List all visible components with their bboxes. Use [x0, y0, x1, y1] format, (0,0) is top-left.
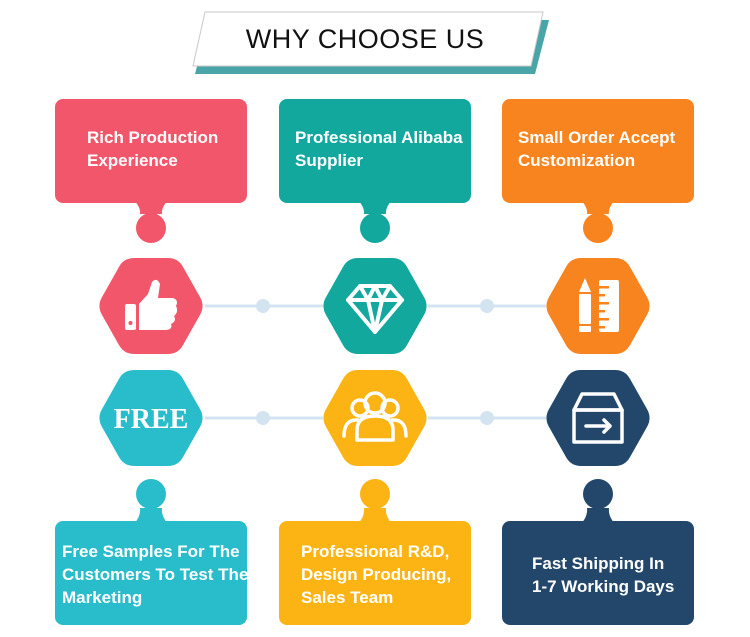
hexagon-shape	[546, 258, 650, 354]
delivery-box-icon	[572, 392, 624, 444]
diamond-icon	[346, 284, 404, 334]
free-badge-text: FREE	[114, 404, 189, 435]
hexagon-shape	[323, 258, 427, 354]
ruler-tick	[599, 302, 609, 305]
feature-card-line: Design Producing,	[301, 565, 452, 584]
card-tab-top-3	[581, 200, 615, 243]
card-tab-neck	[581, 508, 615, 524]
box-body	[572, 408, 624, 444]
ruler-tick	[599, 286, 609, 289]
card-tab-neck	[358, 508, 392, 524]
team-icon	[342, 391, 408, 442]
feature-card-line: Professional Alibaba	[295, 128, 463, 147]
feature-card-line: 1-7 Working Days	[532, 577, 675, 596]
card-tab-knob	[136, 213, 166, 243]
feature-card-line: Marketing	[62, 588, 143, 607]
card-tab-bottom-3	[581, 479, 615, 524]
hexagon-bottom-2	[323, 370, 427, 466]
card-tab-bottom-1	[134, 479, 168, 524]
feature-card-bottom-2: Professional R&D, Design Producing, Sales …	[279, 521, 471, 625]
hexagon-bottom-3	[546, 370, 650, 466]
hexagon-bottom-1: FREE	[99, 370, 203, 466]
feature-card-text: Fast Shipping In 1-7 Working Days	[502, 552, 694, 598]
pencil-end	[579, 326, 591, 332]
feature-card-line: Sales Team	[301, 588, 394, 607]
ruler-tick	[599, 326, 605, 329]
connector-row-bottom	[205, 411, 546, 425]
feature-card-line: Customization	[518, 151, 636, 170]
hexagon-top-2	[323, 258, 427, 354]
feature-card-line: Fast Shipping In	[532, 554, 665, 573]
feature-card-line: Professional R&D,	[301, 542, 450, 561]
hexagon-top-3	[546, 258, 650, 354]
pencil-ruler-icon	[579, 278, 619, 332]
thumbs-up-icon	[125, 279, 178, 330]
connector-row-top	[205, 299, 546, 313]
hexagon-shape	[546, 370, 650, 466]
hexagon-shape	[323, 370, 427, 466]
card-tab-knob	[583, 213, 613, 243]
pencil-body	[579, 294, 591, 324]
feature-card-line: Free Samples For The	[62, 542, 240, 561]
box-arrow	[584, 418, 612, 434]
card-tab-knob	[360, 479, 390, 509]
connector-dot	[256, 299, 270, 313]
card-tab-knob	[136, 479, 166, 509]
feature-card-line: Customers To Test The	[62, 565, 249, 584]
connector-dot	[256, 411, 270, 425]
card-tab-knob	[583, 479, 613, 509]
card-tab-neck	[581, 200, 615, 214]
feature-card-line: Small Order Accept	[518, 128, 676, 147]
feature-card-line: Rich Production	[87, 128, 219, 147]
team-member-right-body	[390, 418, 408, 438]
card-tabs	[134, 200, 615, 524]
pencil-tip	[579, 278, 591, 292]
feature-card-bottom-3: Fast Shipping In 1-7 Working Days	[502, 521, 694, 625]
card-tab-neck	[134, 508, 168, 524]
team-member-center-body	[355, 414, 395, 442]
diamond-outline	[346, 284, 404, 334]
card-tab-top-1	[134, 200, 168, 243]
ruler-tick	[599, 294, 605, 297]
ruler-tick	[599, 310, 605, 313]
hexagon-top-1	[99, 258, 203, 354]
card-tab-top-2	[358, 200, 392, 243]
thumb-cuff	[125, 304, 136, 330]
diamond-facets	[346, 284, 404, 334]
feature-card-text: Professional R&D, Design Producing, Sales …	[279, 540, 471, 609]
title-banner	[192, 11, 549, 74]
thumb-cuff-dot	[128, 321, 133, 325]
card-tab-knob	[360, 213, 390, 243]
hexagon-shape	[99, 370, 203, 466]
feature-card-line: Experience	[87, 151, 178, 170]
free-badge-icon: FREE	[114, 404, 189, 435]
card-tab-neck	[358, 200, 392, 214]
team-member-left-body	[342, 418, 360, 438]
title-banner-face	[192, 11, 544, 67]
thumb-hand	[139, 279, 178, 330]
card-tab-bottom-2	[358, 479, 392, 524]
page-title: WHY CHOOSE US	[245, 23, 485, 54]
feature-card-line: Supplier	[295, 151, 364, 170]
connector-dot	[480, 299, 494, 313]
card-tab-neck	[134, 200, 168, 214]
connector-dot	[480, 411, 494, 425]
team-member-center-head	[363, 391, 387, 415]
ruler-tick	[599, 318, 609, 321]
hexagons: FREE	[99, 258, 650, 466]
